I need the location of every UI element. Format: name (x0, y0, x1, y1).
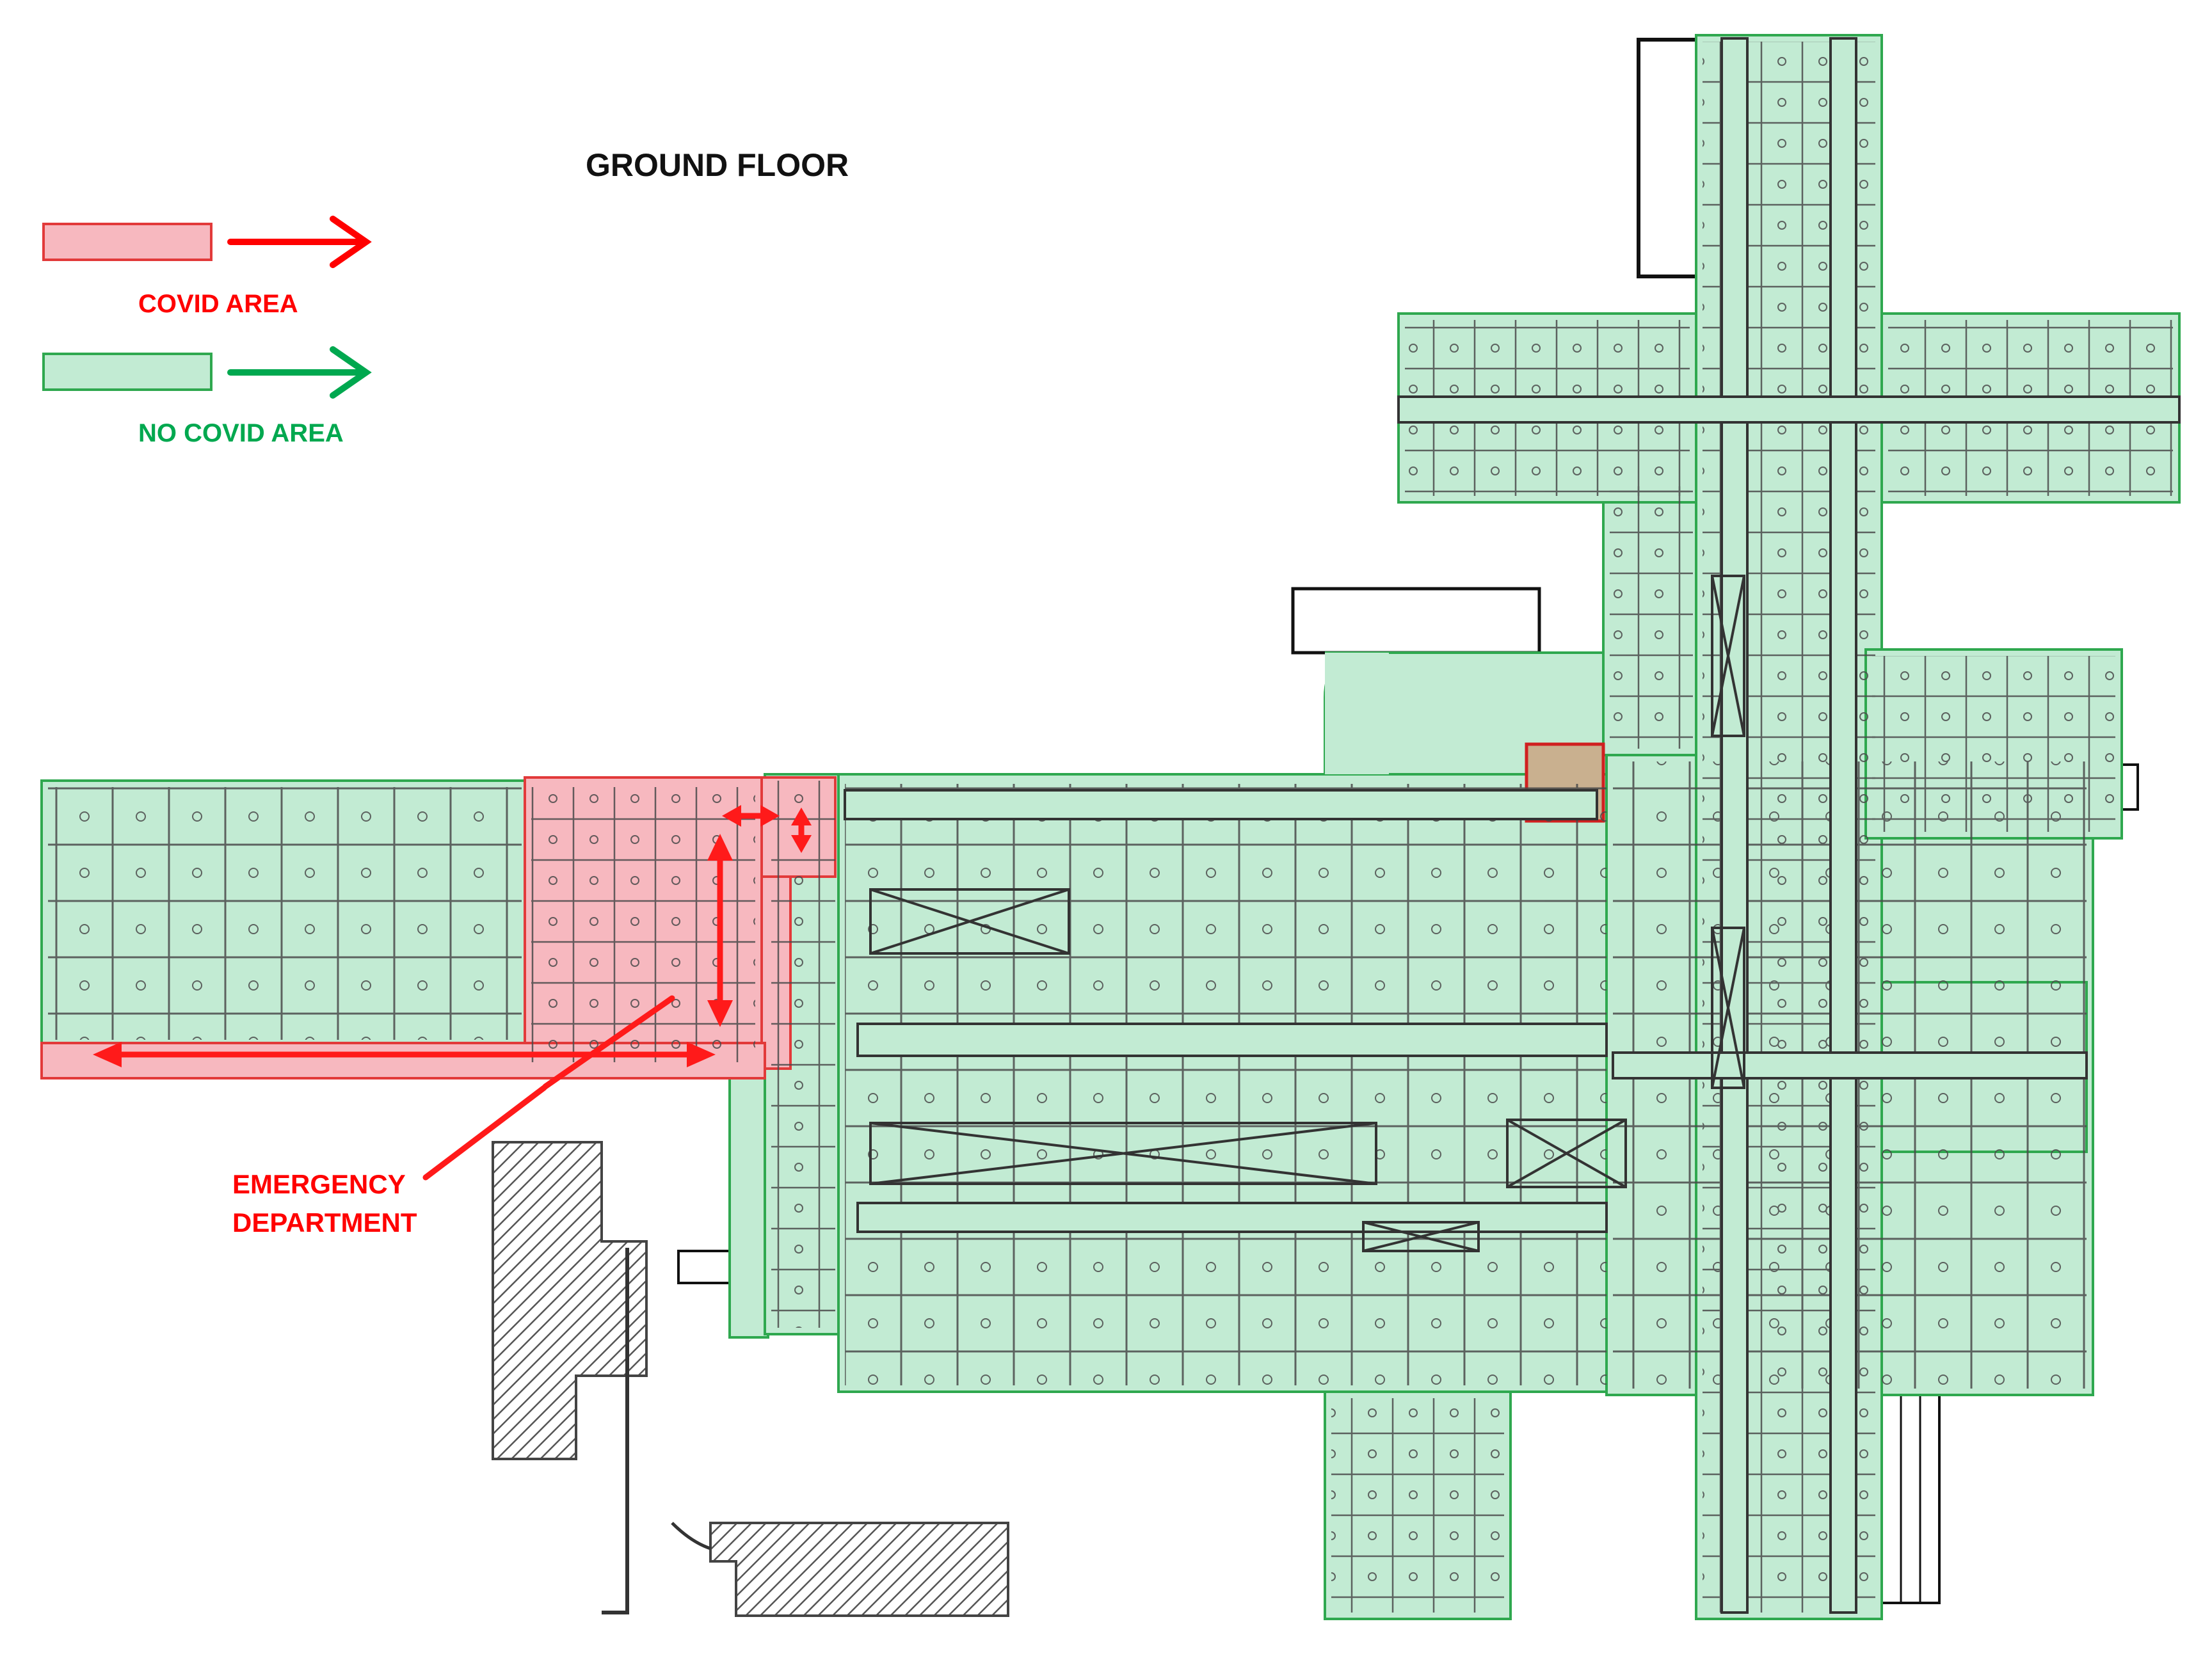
courtyards (869, 575, 1745, 1252)
adjacent-buildings (492, 1141, 1009, 1617)
covid-swatch (42, 223, 212, 261)
nocovid-arrow-icon (227, 346, 372, 399)
covid-arrow-icon (227, 216, 372, 268)
corridors (844, 37, 2181, 1614)
nocovid-swatch (42, 353, 212, 391)
floor-title: GROUND FLOOR (586, 147, 849, 183)
emergency-label-line2: DEPARTMENT (232, 1207, 417, 1238)
legend (42, 216, 372, 399)
emergency-label-line1: EMERGENCY (232, 1169, 406, 1199)
nocovid-legend-label: NO COVID AREA (138, 419, 344, 447)
covid-legend-label: COVID AREA (138, 290, 298, 318)
covid-flow-arrows (93, 805, 812, 1181)
